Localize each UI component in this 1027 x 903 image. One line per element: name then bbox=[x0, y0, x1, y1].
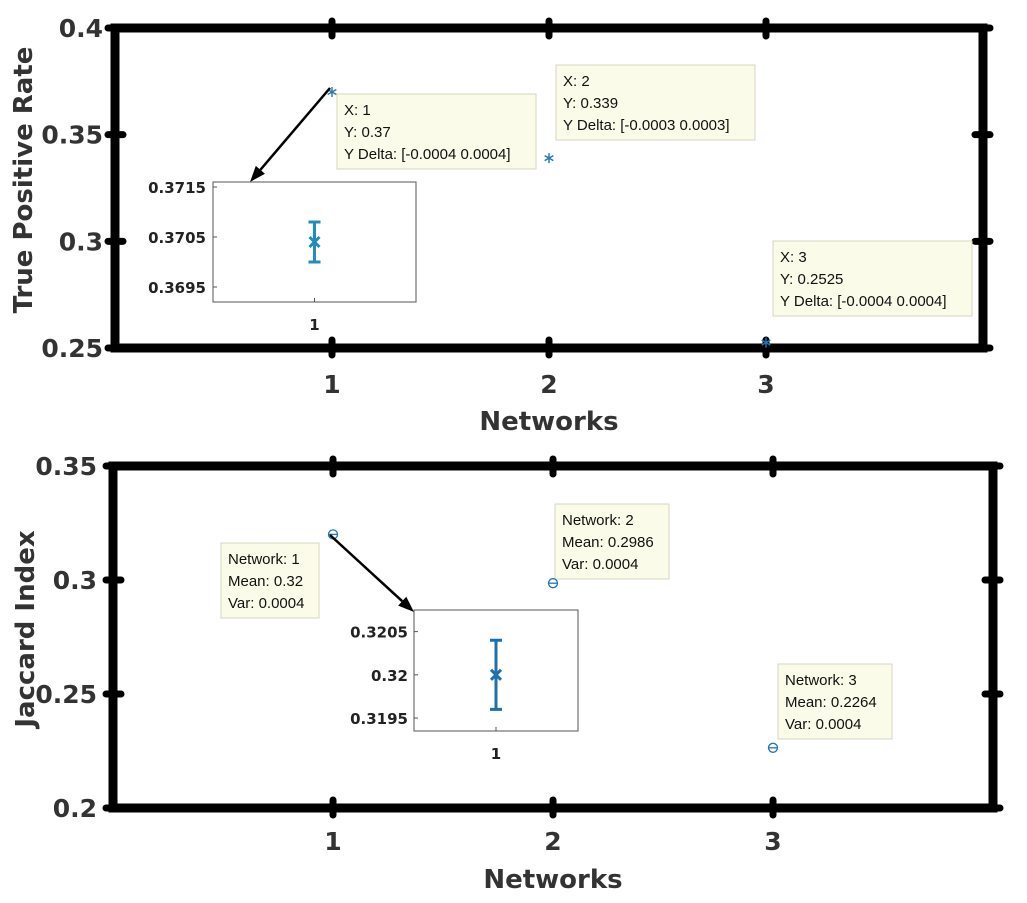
y-tick-label: 0.25 bbox=[35, 680, 97, 709]
y-axis-label: True Positive Rate bbox=[9, 47, 39, 314]
arrow-line bbox=[329, 534, 404, 603]
arrow-head bbox=[250, 165, 265, 182]
y-tick-label: 0.3 bbox=[53, 566, 97, 595]
datatip-text: X: 3 bbox=[780, 249, 807, 266]
data-point-circle bbox=[767, 742, 779, 753]
x-tick-label: 3 bbox=[764, 827, 781, 856]
datatip-box bbox=[772, 240, 973, 317]
y-tick-label: 0.2 bbox=[53, 794, 97, 823]
datatip-text: Var: 0.0004 bbox=[562, 556, 638, 573]
datatip-box bbox=[555, 64, 756, 141]
data-point-circle bbox=[547, 578, 559, 589]
inset-y-tick-label: 0.3205 bbox=[350, 624, 408, 642]
datatip-text: Mean: 0.2264 bbox=[785, 694, 877, 711]
datatip-text: Y Delta: [-0.0004 0.0004] bbox=[780, 293, 947, 310]
x-tick-label: 3 bbox=[757, 370, 774, 399]
datatip-text: Y: 0.339 bbox=[563, 95, 618, 112]
inset-x-tick-label: 1 bbox=[309, 316, 319, 334]
y-tick-label: 0.25 bbox=[41, 334, 103, 363]
y-axis-label: Jaccard Index bbox=[11, 530, 41, 730]
inset-x-tick-label: 1 bbox=[491, 745, 501, 763]
x-tick-label: 1 bbox=[323, 370, 340, 399]
x-tick-label: 2 bbox=[540, 370, 557, 399]
arrow-line bbox=[259, 87, 331, 171]
data-point-asterisk bbox=[761, 337, 771, 348]
arrow-head bbox=[398, 596, 414, 612]
datatip-text: Network: 3 bbox=[785, 672, 857, 689]
inset-mean-marker bbox=[489, 668, 503, 681]
y-tick-label: 0.35 bbox=[35, 452, 97, 481]
y-tick-label: 0.4 bbox=[59, 14, 103, 43]
x-axis-label: Networks bbox=[483, 865, 622, 895]
inset-mean-marker bbox=[308, 235, 321, 249]
y-tick-label: 0.3 bbox=[59, 227, 103, 256]
datatip-text: Mean: 0.2986 bbox=[562, 534, 654, 551]
inset-y-tick-label: 0.3695 bbox=[148, 279, 206, 297]
datatip-text: Mean: 0.32 bbox=[228, 573, 303, 590]
datatip-text: X: 1 bbox=[344, 102, 371, 119]
data-point-asterisk bbox=[544, 153, 554, 164]
datatip-text: Var: 0.0004 bbox=[785, 716, 861, 733]
datatip-text: Y Delta: [-0.0003 0.0003] bbox=[563, 117, 730, 134]
inset-y-tick-label: 0.32 bbox=[371, 667, 408, 685]
datatip-text: Y: 0.2525 bbox=[780, 271, 843, 288]
datatip-box bbox=[220, 542, 320, 619]
datatip-text: Y Delta: [-0.0004 0.0004] bbox=[344, 146, 511, 163]
x-tick-label: 2 bbox=[544, 827, 561, 856]
inset-y-tick-label: 0.3715 bbox=[148, 179, 206, 197]
datatip-text: X: 2 bbox=[563, 73, 590, 90]
y-tick-label: 0.35 bbox=[41, 121, 103, 150]
datatip-box bbox=[554, 503, 670, 580]
inset-y-tick-label: 0.3705 bbox=[148, 229, 206, 247]
x-tick-label: 1 bbox=[324, 827, 341, 856]
inset-y-tick-label: 0.3195 bbox=[350, 710, 408, 728]
datatip-text: Var: 0.0004 bbox=[228, 595, 304, 612]
x-axis-label: Networks bbox=[479, 407, 618, 437]
datatip-box bbox=[336, 93, 537, 170]
datatip-text: Network: 2 bbox=[562, 512, 634, 529]
datatip-text: Network: 1 bbox=[228, 551, 300, 568]
datatip-box bbox=[777, 663, 893, 740]
datatip-text: Y: 0.37 bbox=[344, 124, 391, 141]
